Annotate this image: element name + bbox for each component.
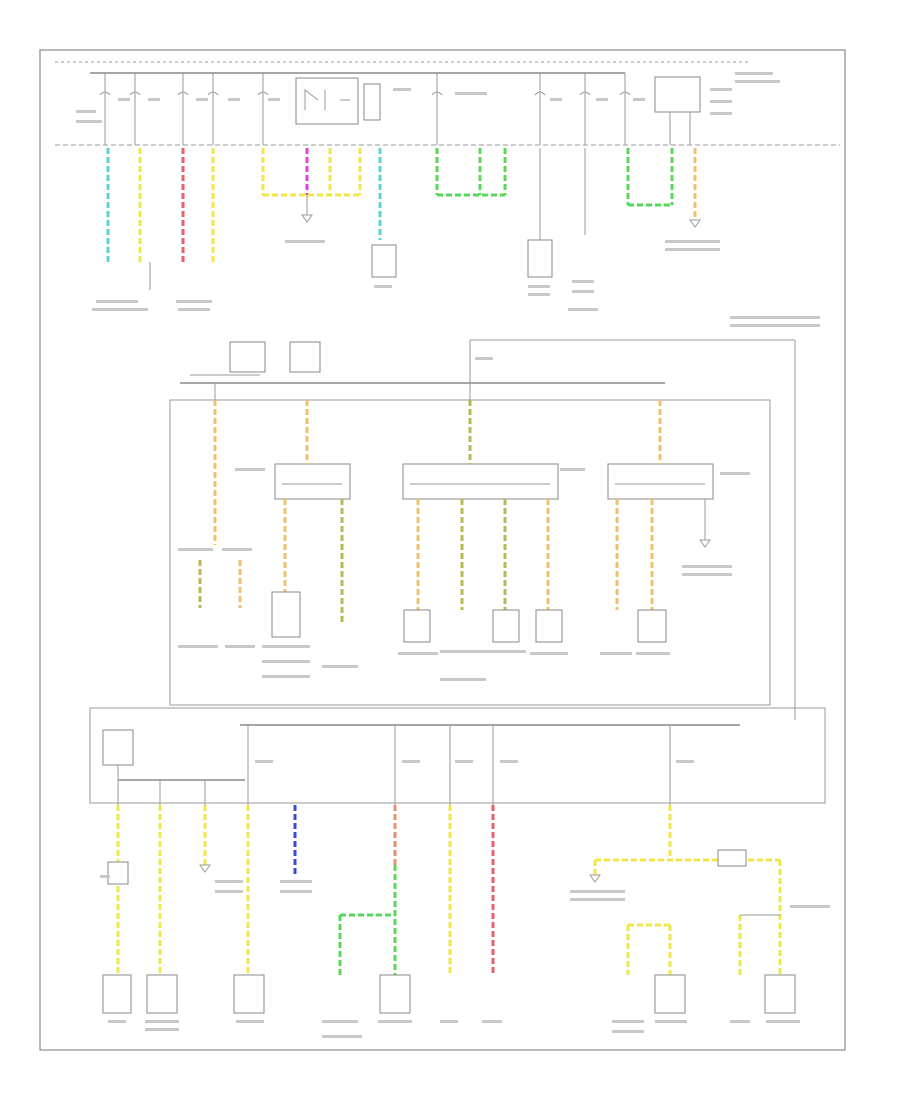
top-relay <box>295 77 359 125</box>
bottom-components <box>102 974 796 1014</box>
component-c3 <box>535 609 563 643</box>
top-control-unit <box>654 76 701 113</box>
top-component-a <box>371 244 397 278</box>
middle-labels <box>178 357 750 681</box>
component-b1 <box>102 974 132 1014</box>
top-fuses <box>99 73 631 145</box>
component-b3 <box>233 974 265 1014</box>
top-component-b <box>527 239 553 278</box>
page-border <box>39 49 846 1051</box>
dash-relay-a <box>229 341 266 373</box>
dash-relay-b <box>289 341 321 373</box>
top-relay-small <box>363 83 381 121</box>
underhood-fuse-box <box>55 61 840 327</box>
bottom-diode <box>107 861 129 885</box>
module-center <box>402 463 559 500</box>
component-b4 <box>379 974 411 1014</box>
bottom-labels <box>100 760 830 1038</box>
under-dash-fuse-box <box>169 339 796 720</box>
bottom-fuse-link <box>717 849 747 867</box>
bottom-box-outline <box>89 707 826 804</box>
component-b6 <box>764 974 796 1014</box>
middle-components <box>271 591 667 643</box>
top-fuse-labels <box>76 72 780 123</box>
bottom-relay <box>102 729 134 766</box>
component-c1 <box>403 609 431 643</box>
module-right <box>607 463 714 500</box>
component-left-tall <box>271 591 301 638</box>
top-wires <box>106 148 701 290</box>
component-r1 <box>637 609 667 643</box>
bottom-wires <box>107 805 782 975</box>
bottom-fuse-drops <box>117 725 671 805</box>
module-left <box>274 463 351 500</box>
component-b2 <box>146 974 178 1014</box>
middle-output-wires <box>198 499 711 625</box>
top-component-labels <box>92 240 820 327</box>
middle-feed-wires <box>213 400 662 545</box>
component-c2 <box>492 609 520 643</box>
bottom-fuse-block <box>89 707 830 1038</box>
component-b5 <box>654 974 686 1014</box>
